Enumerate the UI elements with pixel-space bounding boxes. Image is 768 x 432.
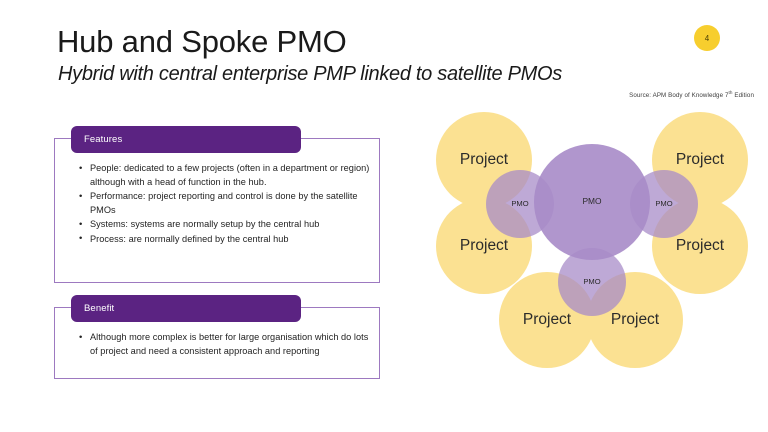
list-item: Performance: project reporting and contr…: [79, 190, 370, 217]
benefit-bullet-list: Although more complex is better for larg…: [76, 330, 370, 359]
source-prefix: Source: APM Body of Knowledge 7: [629, 92, 729, 100]
features-bullet-list: People: dedicated to a few projects (oft…: [76, 161, 370, 248]
features-callout: Features People: dedicated to a few proj…: [54, 126, 380, 283]
list-item: Systems: systems are normally setup by t…: [79, 218, 370, 232]
features-heading: Features: [84, 134, 123, 145]
pmo-label-satellite: PMO: [511, 199, 528, 208]
project-label: Project: [523, 311, 572, 328]
pmo-label-satellite: PMO: [655, 199, 672, 208]
page-number-label: 4: [704, 33, 710, 43]
pmo-label-central: PMO: [582, 196, 602, 206]
project-label-group: Project Project Project Project Project …: [460, 151, 725, 328]
project-label: Project: [460, 151, 509, 168]
benefit-heading: Benefit: [84, 303, 115, 314]
pmo-circle-central-hub: [534, 144, 650, 260]
hub-and-spoke-diagram: Project Project Project Project Project …: [424, 112, 760, 370]
project-label: Project: [676, 237, 725, 254]
benefit-callout: Benefit Although more complex is better …: [54, 295, 380, 379]
list-item: People: dedicated to a few projects (oft…: [79, 161, 370, 189]
pmo-circle-group: [486, 144, 698, 316]
source-suffix: Edition: [732, 92, 754, 100]
page-number-badge: 4: [694, 25, 720, 51]
benefit-header-bar: Benefit: [71, 295, 301, 322]
list-item: Process: are normally defined by the cen…: [79, 232, 370, 247]
pmo-label-group: PMO PMO PMO PMO: [511, 196, 672, 286]
project-label: Project: [460, 237, 509, 254]
list-item: Although more complex is better for larg…: [79, 330, 370, 358]
source-attribution: Source: APM Body of Knowledge 7th Editio…: [629, 88, 754, 100]
features-header-bar: Features: [71, 126, 301, 153]
project-label: Project: [676, 151, 725, 168]
page-title: Hub and Spoke PMO: [57, 24, 347, 59]
pmo-circle-satellite-bottom: [558, 248, 626, 316]
source-ordinal-suffix: th: [728, 90, 733, 95]
project-label: Project: [611, 311, 660, 328]
page-subtitle: Hybrid with central enterprise PMP linke…: [58, 63, 562, 85]
diagram-svg: Project Project Project Project Project …: [436, 112, 748, 368]
pmo-label-satellite: PMO: [583, 277, 600, 286]
